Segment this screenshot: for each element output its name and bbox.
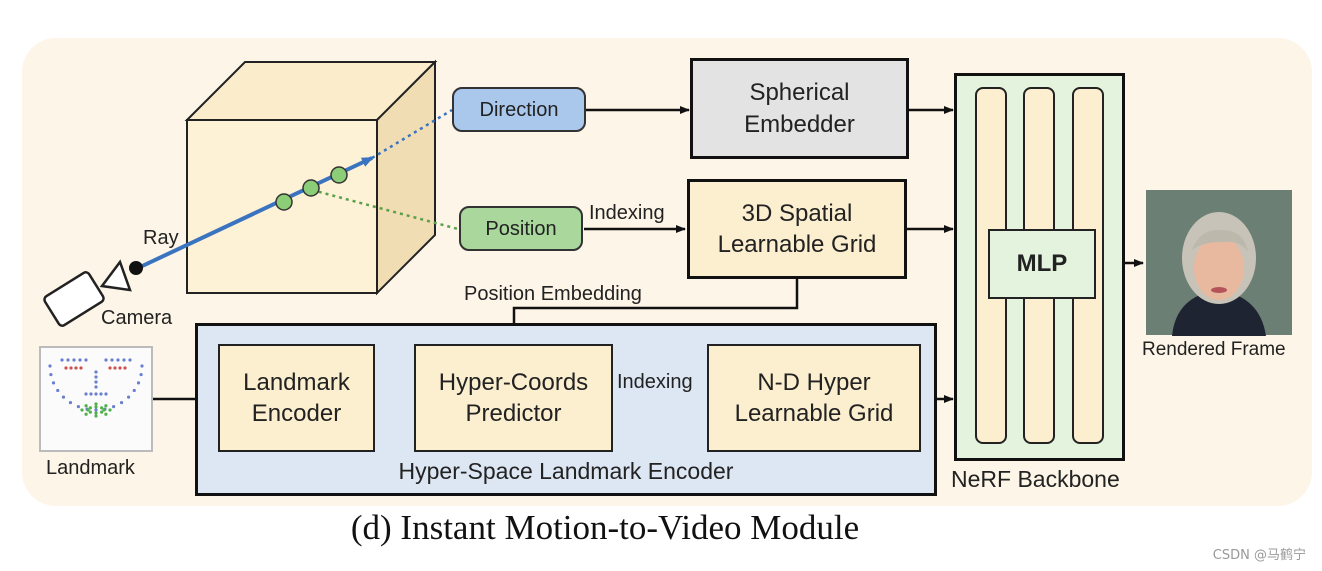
landmark-point xyxy=(100,410,104,414)
spherical-embedder-box: Spherical Embedder xyxy=(690,58,909,159)
landmark-point xyxy=(94,370,98,374)
landmark-point xyxy=(108,408,112,412)
landmark-point xyxy=(84,404,88,408)
landmark-point xyxy=(84,358,88,362)
sample-point xyxy=(275,193,293,211)
landmark-point xyxy=(94,402,98,406)
landmark-point xyxy=(68,400,73,405)
nd-hyper-grid-box: N-D Hyper Learnable Grid xyxy=(707,344,921,452)
scene-cube xyxy=(184,59,438,296)
landmark-point xyxy=(79,366,83,370)
spherical-embedder-label: Spherical Embedder xyxy=(744,79,855,138)
landmark-point xyxy=(140,364,144,368)
landmark-point xyxy=(128,358,132,362)
landmark-point xyxy=(122,358,126,362)
landmark-point xyxy=(94,411,98,415)
sample-point xyxy=(302,179,320,197)
landmark-point xyxy=(108,366,112,370)
sample-point xyxy=(330,166,348,184)
landmark-point xyxy=(60,358,64,362)
hyper-coords-predictor-box: Hyper-Coords Predictor xyxy=(414,344,613,452)
landmark-point xyxy=(94,385,98,389)
landmark-encoder-label: Landmark Encoder xyxy=(243,368,350,427)
indexing-label-bottom: Indexing xyxy=(617,371,693,393)
landmark-point xyxy=(132,388,136,393)
position-label: Position xyxy=(485,217,557,240)
landmark-point xyxy=(139,372,143,377)
landmark-point xyxy=(99,392,103,396)
camera-icon xyxy=(43,259,143,327)
rendered-frame-label: Rendered Frame xyxy=(1142,339,1286,360)
landmark-point xyxy=(84,412,88,416)
landmark-point xyxy=(61,395,66,399)
landmark-point xyxy=(64,366,68,370)
landmark-point xyxy=(112,405,116,409)
landmark-point xyxy=(104,392,108,396)
landmark-point xyxy=(110,358,114,362)
landmark-point xyxy=(100,406,104,410)
landmark-encoder-box: Landmark Encoder xyxy=(218,344,375,452)
spatial-grid-box: 3D Spatial Learnable Grid xyxy=(687,179,907,279)
landmark-point xyxy=(94,408,98,412)
landmark-point xyxy=(136,381,141,385)
landmark-point xyxy=(126,395,131,399)
direction-pill: Direction xyxy=(452,87,586,132)
landmark-point xyxy=(104,358,108,362)
landmark-point xyxy=(78,358,82,362)
mlp-box: MLP xyxy=(988,229,1096,299)
landmark-point xyxy=(116,358,120,362)
landmark-point xyxy=(69,366,73,370)
landmark-point xyxy=(94,380,98,384)
landmark-point xyxy=(74,366,78,370)
landmark-point xyxy=(76,405,80,409)
landmark-point xyxy=(49,372,53,377)
landmark-point xyxy=(51,381,56,385)
landmark-point xyxy=(86,408,90,412)
direction-guide xyxy=(371,108,453,160)
landmark-point xyxy=(104,404,108,408)
direction-label: Direction xyxy=(479,98,559,121)
landmark-face-points xyxy=(39,346,153,452)
landmark-point xyxy=(104,412,108,416)
watermark-text: CSDN @马鹤宁 xyxy=(1212,548,1306,563)
position-embedding-label: Position Embedding xyxy=(464,283,642,305)
hyper-coords-label: Hyper-Coords Predictor xyxy=(438,368,589,427)
landmark-point xyxy=(113,366,117,370)
mlp-label: MLP xyxy=(1016,250,1068,278)
nd-grid-label: N-D Hyper Learnable Grid xyxy=(734,368,894,427)
landmark-point xyxy=(88,406,92,410)
landmark-point xyxy=(94,392,98,396)
spatial-grid-label: 3D Spatial Learnable Grid xyxy=(717,199,877,258)
landmark-label: Landmark xyxy=(46,457,135,479)
camera-label: Camera xyxy=(101,307,173,329)
landmark-point xyxy=(84,392,88,396)
indexing-label-top: Indexing xyxy=(589,202,665,224)
position-pill: Position xyxy=(459,206,583,251)
landmark-point xyxy=(72,358,76,362)
landmark-point xyxy=(102,408,106,412)
hyper-space-encoder-label: Hyper-Space Landmark Encoder xyxy=(398,458,734,485)
ray-label: Ray xyxy=(143,227,179,249)
landmark-point xyxy=(80,408,84,412)
landmark-point xyxy=(88,410,92,414)
landmark-point xyxy=(94,375,98,379)
landmark-point xyxy=(56,388,60,393)
landmark-point xyxy=(118,366,122,370)
nerf-backbone-label: NeRF Backbone xyxy=(951,466,1120,492)
landmark-point xyxy=(66,358,70,362)
rendered-frame-image xyxy=(1146,190,1292,336)
landmark-point xyxy=(94,405,98,409)
landmark-point xyxy=(94,414,98,418)
figure-caption: (d) Instant Motion-to-Video Module xyxy=(350,508,860,547)
landmark-point xyxy=(48,364,52,368)
landmark-point xyxy=(119,400,124,405)
landmark-point xyxy=(89,392,93,396)
landmark-point xyxy=(123,366,127,370)
